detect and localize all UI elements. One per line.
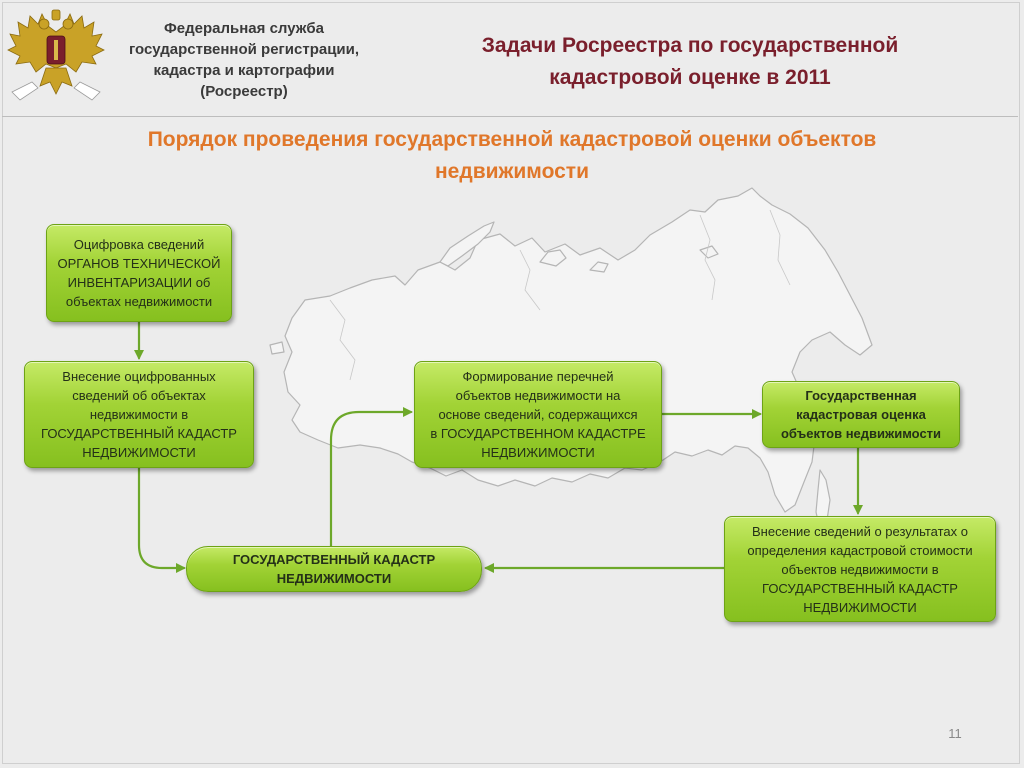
flow-node-line: основе сведений, содержащихся xyxy=(438,407,638,422)
arrow-entry-to-cadastre xyxy=(137,466,186,573)
flow-node-line: сведений об объектах xyxy=(72,388,206,403)
map-detail-line xyxy=(329,299,356,381)
flow-node-cadastre: ГОСУДАРСТВЕННЫЙ КАДАСТР НЕДВИЖИМОСТИ xyxy=(186,546,482,592)
flow-node-line: Внесение оцифрованных xyxy=(62,369,216,384)
organization-name-line: кадастра и картографии xyxy=(153,62,335,79)
slide-title-line: кадастровой оценке в 2011 xyxy=(549,66,831,89)
flow-node-line: ОРГАНОВ ТЕХНИЧЕСКОЙ xyxy=(57,256,221,271)
flow-node-lists: Формирование перечней объектов недвижимо… xyxy=(414,361,662,468)
map-detail-line xyxy=(769,209,791,286)
page-number: 11 xyxy=(948,726,962,741)
flow-node-line: Внесение сведений о результатах о xyxy=(752,523,968,539)
flow-node-results: Внесение сведений о результатах о опреде… xyxy=(724,516,996,622)
arrow-cadastre-to-lists xyxy=(329,407,413,548)
severnaya-zemlya-outline xyxy=(539,249,567,267)
flow-node-line: объектах недвижимости xyxy=(65,294,213,309)
flow-node-line: Государственная xyxy=(805,388,917,403)
flow-node-line: НЕДВИЖИМОСТИ xyxy=(481,445,595,460)
novaya-zemlya-outline xyxy=(439,221,495,267)
flow-node-line: Формирование перечней xyxy=(462,369,614,384)
flow-node-line: ГОСУДАРСТВЕННЫЙ КАДАСТР xyxy=(762,580,958,596)
flow-node-line: определения кадастровой стоимости xyxy=(747,542,973,558)
flow-node-line: объектов недвижимости xyxy=(780,426,942,441)
kaliningrad-outline xyxy=(269,341,285,355)
arctic-island-outline xyxy=(589,261,609,273)
organization-name-line: (Росреестр) xyxy=(200,83,288,100)
flow-node-entry: Внесение оцифрованных сведений об объект… xyxy=(24,361,254,468)
flow-node-line: НЕДВИЖИМОСТИ xyxy=(82,445,196,460)
flow-node-digitization: Оцифровка сведений ОРГАНОВ ТЕХНИЧЕСКОЙ И… xyxy=(46,224,232,322)
slide-title: Задачи Росреестра по государственной кад… xyxy=(430,30,950,94)
flow-node-line: ГОСУДАРСТВЕННЫЙ КАДАСТР xyxy=(41,426,237,441)
flow-node-valuation: Государственная кадастровая оценка объек… xyxy=(762,381,960,448)
flow-node-line: ГОСУДАРСТВЕННЫЙ КАДАСТР xyxy=(232,552,436,567)
flow-node-line: в ГОСУДАРСТВЕННОМ КАДАСТРЕ xyxy=(430,426,646,441)
map-detail-line xyxy=(519,249,541,311)
organization-name-line: государственной регистрации, xyxy=(128,41,360,58)
flow-node-line: НЕДВИЖИМОСТИ xyxy=(276,571,392,586)
flow-node-line: объектов недвижимости на xyxy=(455,388,621,403)
map-detail-line xyxy=(699,214,716,301)
slide-subtitle-line: недвижимости xyxy=(435,160,589,183)
organization-name: Федеральная служба государственной регис… xyxy=(104,18,384,102)
slide-subtitle-line: Порядок проведения государственной кадас… xyxy=(147,128,877,151)
header-divider xyxy=(2,116,1018,117)
double-headed-eagle-emblem-icon xyxy=(7,9,105,101)
slide-title-line: Задачи Росреестра по государственной xyxy=(481,34,899,57)
flow-node-line: НЕДВИЖИМОСТИ xyxy=(803,599,917,615)
flow-node-line: ИНВЕНТАРИЗАЦИИ об xyxy=(67,275,211,290)
flow-node-line: объектов недвижимости в xyxy=(781,561,939,577)
slide-subtitle: Порядок проведения государственной кадас… xyxy=(40,124,984,188)
organization-name-line: Федеральная служба xyxy=(163,20,325,37)
flow-node-line: недвижимости в xyxy=(89,407,189,422)
flow-node-line: Оцифровка сведений xyxy=(73,237,205,252)
flow-node-line: кадастровая оценка xyxy=(796,407,926,422)
